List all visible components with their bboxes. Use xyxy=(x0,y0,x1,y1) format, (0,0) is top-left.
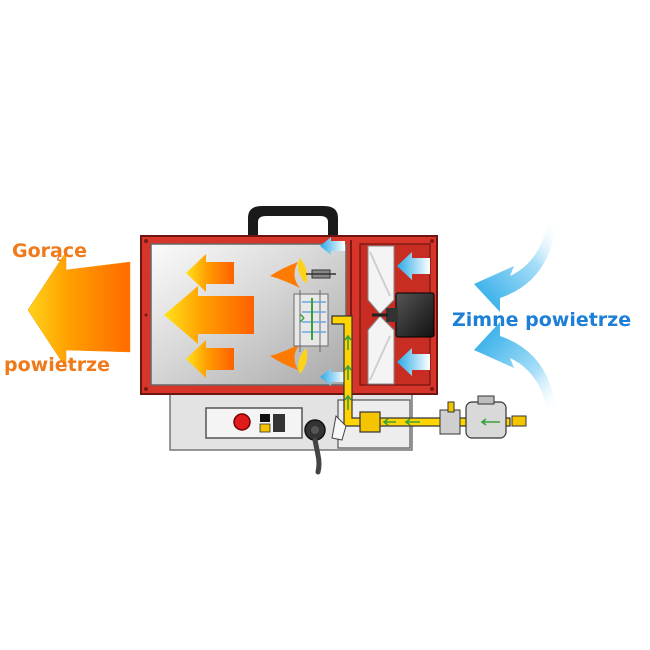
indicator-light xyxy=(260,414,270,422)
cold-air-arrow-icon xyxy=(397,348,430,376)
intake-cold-arrows xyxy=(320,237,430,386)
hot-air-arrow-icon xyxy=(164,286,254,344)
power-switch-icon[interactable] xyxy=(233,413,251,431)
burner-assembly xyxy=(293,269,336,352)
gas-valve-icon xyxy=(359,411,381,433)
cold-air-arrow-icon xyxy=(320,237,345,255)
power-cord xyxy=(312,437,322,475)
flame-icon xyxy=(270,262,300,288)
flame-icon xyxy=(298,348,308,374)
switch-rocker[interactable] xyxy=(273,414,285,432)
gas-flow-arrows xyxy=(344,334,500,426)
cold-air-label: Zimne powietrze xyxy=(452,309,632,331)
cold-air-arrow-icon xyxy=(397,252,430,280)
body-rivets xyxy=(144,239,434,391)
flame-icon xyxy=(298,258,308,284)
chamber-hot-arrows xyxy=(164,254,254,378)
indicator-light xyxy=(259,423,271,433)
cold-air-intake-arrow-bottom xyxy=(474,322,556,412)
fan-blade-bottom xyxy=(367,315,395,385)
cold-air-arrow-icon xyxy=(320,368,345,386)
hot-air-arrow-icon xyxy=(186,340,234,378)
cold-air-intake-arrow-top xyxy=(474,222,556,312)
hot-air-output-arrow xyxy=(27,251,131,369)
hot-air-label-line2: powietrze xyxy=(4,354,111,376)
gas-line xyxy=(331,315,527,439)
carry-handle xyxy=(248,206,338,236)
control-panel xyxy=(205,407,303,439)
burner-flames xyxy=(270,258,308,374)
fan-motor-icon xyxy=(395,292,435,338)
flame-icon xyxy=(270,344,300,370)
hot-air-label-line1: Gorące xyxy=(12,240,87,262)
hot-air-arrow-icon xyxy=(186,254,234,292)
